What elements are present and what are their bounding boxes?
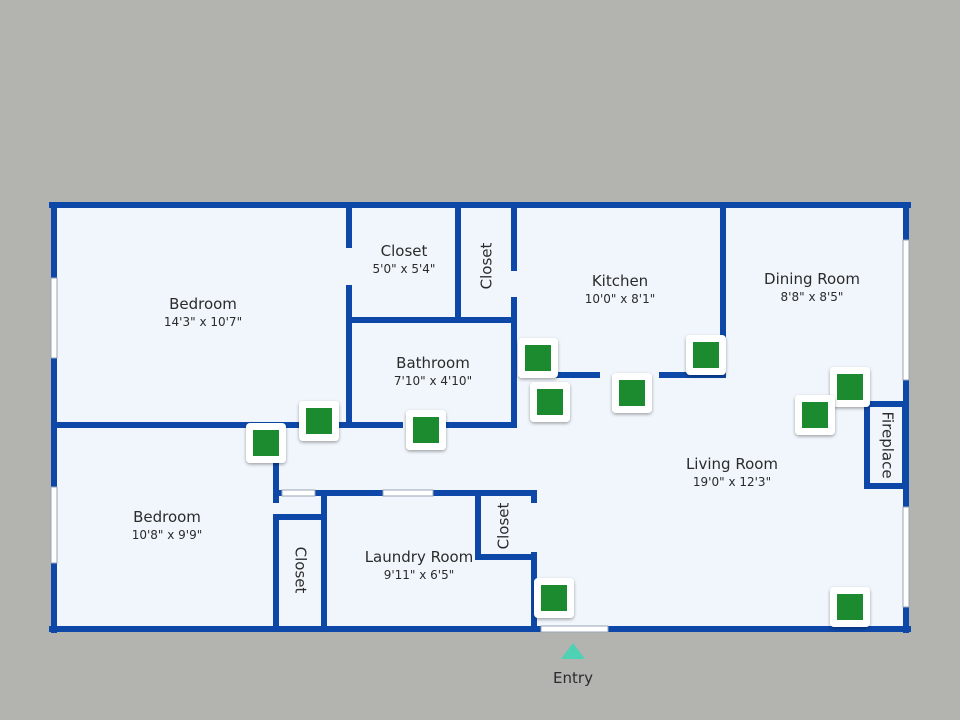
- room-label-bedroom-second: Bedroom: [133, 508, 201, 526]
- entry-label: Entry: [553, 669, 593, 687]
- photo-markers: [246, 335, 870, 627]
- room-dims-living-room: 19'0" x 12'3": [693, 475, 771, 489]
- room-labels: Bedroom 14'3" x 10'7" Closet 5'0" x 5'4"…: [132, 242, 897, 593]
- room-label-fireplace: Fireplace: [879, 411, 897, 478]
- room-dims-bedroom-second: 10'8" x 9'9": [132, 528, 203, 542]
- room-label-kitchen: Kitchen: [592, 272, 648, 290]
- photo-marker[interactable]: [686, 335, 726, 375]
- photo-marker[interactable]: [518, 338, 558, 378]
- room-label-laundry-room: Laundry Room: [365, 548, 474, 566]
- room-dims-laundry-room: 9'11" x 6'5": [384, 568, 455, 582]
- photo-marker[interactable]: [534, 578, 574, 618]
- windows: [50, 239, 910, 633]
- photo-marker[interactable]: [830, 367, 870, 407]
- room-dims-kitchen: 10'0" x 8'1": [585, 292, 656, 306]
- photo-marker[interactable]: [406, 410, 446, 450]
- room-label-bedroom-main: Bedroom: [169, 295, 237, 313]
- room-dims-closet-top: 5'0" x 5'4": [373, 262, 436, 276]
- room-label-closet-small-top: Closet: [478, 243, 496, 290]
- room-label-dining-room: Dining Room: [764, 270, 860, 288]
- entry-arrow-icon: [561, 643, 585, 659]
- photo-marker[interactable]: [530, 382, 570, 422]
- room-label-living-room: Living Room: [686, 455, 778, 473]
- photo-marker[interactable]: [795, 395, 835, 435]
- photo-marker[interactable]: [830, 587, 870, 627]
- room-label-closet-bedroom2: Closet: [292, 547, 310, 594]
- room-label-closet-top: Closet: [381, 242, 428, 260]
- walls: [49, 202, 911, 633]
- room-dims-bedroom-main: 14'3" x 10'7": [164, 315, 242, 329]
- photo-marker[interactable]: [246, 423, 286, 463]
- room-label-bathroom: Bathroom: [396, 354, 470, 372]
- photo-marker[interactable]: [299, 401, 339, 441]
- room-dims-dining-room: 8'8" x 8'5": [781, 290, 844, 304]
- room-dims-bathroom: 7'10" x 4'10": [394, 374, 472, 388]
- photo-marker[interactable]: [612, 373, 652, 413]
- room-label-closet-laundry: Closet: [495, 503, 513, 550]
